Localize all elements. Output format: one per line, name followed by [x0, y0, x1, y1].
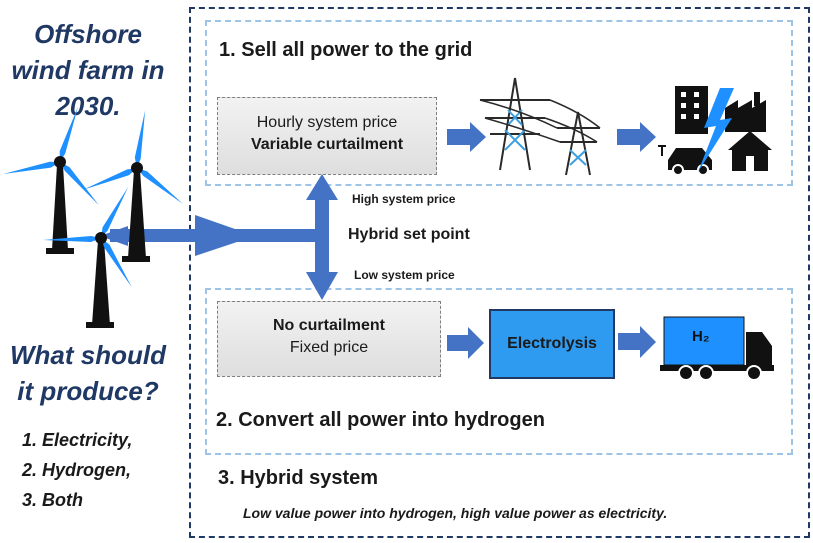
city-icon — [675, 86, 708, 134]
factory-icon — [725, 92, 766, 132]
left-title-line3: 2030. — [55, 91, 121, 121]
hydrogen-conditions-box: No curtailment Fixed price — [217, 301, 441, 377]
option-item: 2. Hydrogen, — [22, 460, 132, 480]
option-item: 3. Both — [22, 490, 83, 510]
arrow-to-electrolysis — [447, 327, 484, 359]
hydrogen-conditions-line2: Fixed price — [289, 339, 369, 356]
grid-section-title: 1. Sell all power to the grid — [219, 39, 473, 61]
grid-conditions-box: Hourly system price Variable curtailment — [217, 97, 437, 175]
house-icon — [728, 131, 772, 171]
arrow-to-towers — [447, 122, 486, 152]
grid-section-box — [205, 20, 793, 186]
hydrogen-conditions-line1: No curtailment — [272, 317, 385, 334]
left-question-line1: What should — [10, 340, 166, 370]
options-list: 1. Electricity, 2. Hydrogen, 3. Both — [22, 425, 132, 515]
grid-conditions-line1: Hourly system price — [256, 114, 398, 131]
electrolysis-box: Electrolysis — [489, 309, 615, 379]
wind-turbine-icon — [43, 185, 134, 328]
transmission-tower-icon — [479, 77, 601, 176]
truck-h2-label: H₂ — [692, 328, 710, 345]
hybrid-section-title: 3. Hybrid system — [218, 467, 379, 489]
left-title-line2: wind farm in — [11, 55, 165, 85]
left-question-line2: it produce? — [17, 376, 159, 406]
wind-turbine-icon — [81, 110, 185, 262]
electrolysis-label: Electrolysis — [507, 335, 597, 352]
wind-turbine-icon — [2, 106, 101, 254]
left-title-line1: Offshore — [34, 19, 142, 49]
hybrid-section-subtitle: Low value power into hydrogen, high valu… — [243, 505, 668, 521]
arrow-to-consumers — [617, 122, 656, 152]
hybrid-set-point-label: Hybrid set point — [348, 226, 470, 243]
grid-conditions-line2: Variable curtailment — [250, 136, 404, 153]
high-system-price-label: High system price — [352, 192, 456, 206]
option-item: 1. Electricity, — [22, 430, 133, 450]
hybrid-system-box — [189, 7, 810, 538]
hydrogen-section-box — [205, 288, 793, 455]
turbine-feed-arrow — [100, 215, 322, 256]
hydrogen-section-title: 2. Convert all power into hydrogen — [216, 409, 545, 431]
lightning-icon — [698, 88, 734, 172]
arrow-to-truck — [618, 326, 656, 358]
truck-icon — [660, 316, 774, 381]
low-system-price-label: Low system price — [354, 268, 455, 282]
left-title: Offshore wind farm in 2030. — [0, 16, 176, 124]
left-question: What should it produce? — [0, 337, 176, 409]
